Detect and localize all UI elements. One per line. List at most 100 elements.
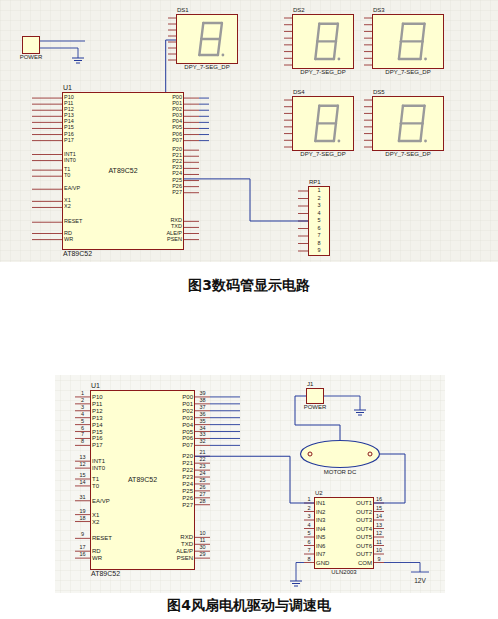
pin-name: P25: [182, 488, 193, 494]
pin-stub: [284, 38, 292, 39]
display-segment: [315, 41, 317, 59]
pin-stub: [32, 176, 62, 177]
pin-stub: [184, 186, 199, 187]
display-segment: [317, 24, 319, 42]
part-value: DPY_7-SEG_DP: [300, 151, 345, 158]
pin-stub: [168, 30, 176, 31]
pin-name: P22: [182, 467, 193, 473]
pin-number: 2: [307, 505, 310, 511]
pin-number: 4: [307, 522, 310, 528]
pin-name: P22: [172, 160, 182, 166]
pin-name: P03: [182, 415, 193, 421]
display-segment: [319, 105, 338, 107]
pin-stub: [32, 207, 62, 208]
part-value: MOTOR DC: [324, 469, 357, 476]
pin-name: P06: [172, 132, 182, 138]
pin-stub: [304, 545, 314, 546]
wire: [411, 572, 429, 573]
display-segment: [423, 106, 425, 124]
pin-name: P24: [182, 481, 193, 487]
display-segment: [201, 23, 203, 39]
pin-stub: [168, 36, 176, 37]
pin-name: X1: [92, 512, 99, 518]
pin-number: 9: [377, 556, 380, 562]
pin-stub: [284, 113, 292, 114]
pin-name: T1: [64, 167, 70, 173]
pin-stub: [284, 126, 292, 127]
pin-number: 7: [317, 233, 320, 239]
pin-stub: [75, 521, 90, 522]
seven-segment-display: DS2DPY_7-SEG_DP: [292, 14, 354, 69]
wire: [40, 41, 85, 42]
wire: [199, 122, 209, 123]
part-designator: U1: [63, 84, 72, 92]
wire: [210, 410, 240, 411]
wire: [210, 445, 240, 446]
ground-symbol: [354, 410, 366, 415]
pin-name: P23: [172, 166, 182, 172]
pin-number: 12: [376, 531, 382, 537]
pin-name: ALE/P: [166, 231, 182, 237]
pin-stub: [75, 445, 90, 446]
pin-stub: [284, 18, 292, 19]
pin-stub: [298, 213, 308, 214]
pin-stub: [298, 228, 308, 229]
wire: [210, 424, 240, 425]
motor-symbol: [300, 440, 380, 468]
pin-number: 7: [307, 548, 310, 554]
pin-number: 36: [199, 411, 205, 417]
pin-stub: [364, 106, 372, 107]
pin-name: P14: [92, 422, 103, 428]
pin-name: TXD: [181, 541, 193, 547]
pin-name: IN1: [316, 500, 325, 506]
pin-number: 29: [199, 552, 205, 558]
pin-number: 2: [317, 196, 320, 202]
pin-stub: [168, 48, 176, 49]
pin-stub: [184, 239, 199, 240]
pin-name: WR: [64, 237, 73, 243]
pin-name: EA/VP: [92, 498, 110, 504]
wire: [384, 563, 420, 573]
pin-name: IN5: [316, 534, 325, 540]
pin-stub: [364, 24, 372, 25]
pin-stub: [364, 58, 372, 59]
pin-name: P27: [182, 502, 193, 508]
pin-stub: [298, 206, 308, 207]
display-segment: [403, 105, 425, 107]
pin-stub: [364, 120, 372, 121]
pin-name: INT0: [64, 158, 76, 164]
pin-stub: [195, 445, 210, 446]
pin-stub: [195, 504, 210, 505]
display-segment: [399, 140, 421, 142]
pin-stub: [284, 140, 292, 141]
display-segment: [401, 122, 423, 124]
wiring: [32, 18, 429, 586]
pin-stub: [284, 100, 292, 101]
pin-name: EA/VP: [64, 186, 80, 192]
pin-name: P24: [172, 172, 182, 178]
display-segment: [319, 23, 338, 25]
pin-stub: [75, 500, 90, 501]
motor-outline: [301, 441, 380, 468]
pin-name: P11: [92, 401, 102, 407]
pin-stub: [75, 538, 90, 539]
pin-stub: [168, 24, 176, 25]
pin-name: P21: [182, 460, 193, 466]
pin-stub: [32, 122, 62, 123]
pin-name: P00: [172, 95, 182, 101]
pin-stub: [374, 562, 384, 563]
mcu-chip: U1AT89C52AT89C52: [62, 92, 184, 250]
part-designator: J1: [307, 381, 313, 388]
power-connector: POWER: [22, 36, 40, 54]
pin-name: OUT6: [356, 543, 372, 549]
part-value: POWER: [20, 54, 43, 61]
pin-stub: [364, 113, 372, 114]
pin-stub: [75, 468, 90, 469]
display-segment: [423, 24, 425, 42]
pin-stub: [364, 100, 372, 101]
pin-number: 5: [81, 418, 84, 424]
wire: [324, 396, 360, 410]
seven-segment-display: DS3DPY_7-SEG_DP: [372, 14, 444, 69]
pin-stub: [32, 154, 62, 155]
display-segment: [421, 41, 423, 59]
